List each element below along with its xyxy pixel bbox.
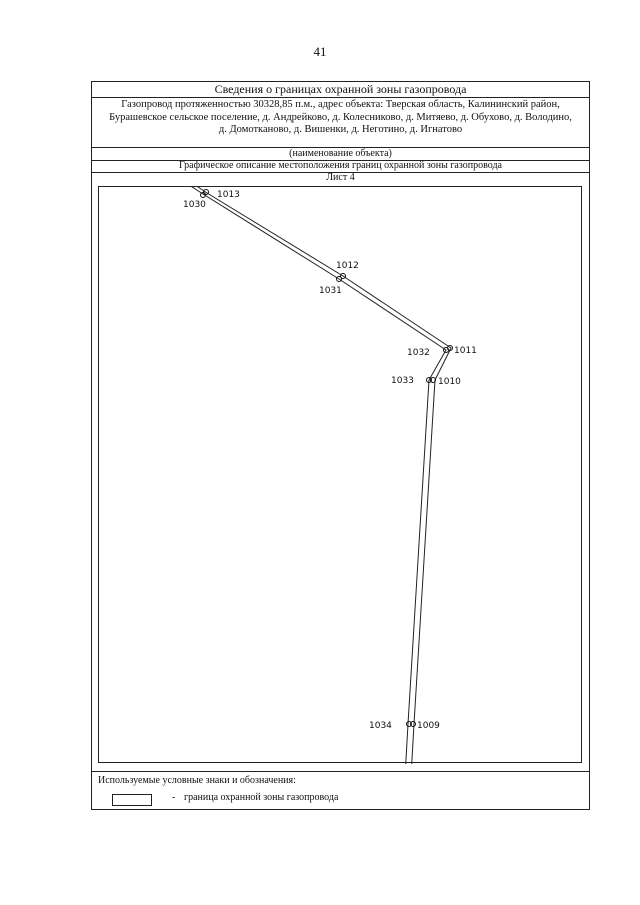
description-line: д. Домотканово, д. Вишенки, д. Неготино,… xyxy=(218,124,463,135)
document-frame: Сведения о границах охранной зоны газопр… xyxy=(91,81,590,810)
point-label-1010: 1010 xyxy=(438,377,461,387)
legend-boundary-label: граница охранной зоны газопровода xyxy=(184,792,339,803)
description-line: Бурашевское сельское поселение, д. Андре… xyxy=(109,111,572,123)
point-label-1034: 1034 xyxy=(369,721,392,731)
description-line: Газопровод протяженностью 30328,85 п.м.,… xyxy=(121,99,560,110)
point-marker-1013 xyxy=(203,189,209,195)
point-label-1011: 1011 xyxy=(454,346,477,356)
point-label-1031: 1031 xyxy=(319,286,342,296)
point-marker-1032 xyxy=(443,347,449,353)
legend-boundary-swatch xyxy=(112,794,152,806)
legend-title: Используемые условные знаки и обозначени… xyxy=(98,775,296,786)
point-marker-1034 xyxy=(406,721,412,727)
point-marker-1009 xyxy=(410,721,416,727)
point-marker-1031 xyxy=(336,276,342,282)
boundary-plot-svg: 1013 1030 1012 1031 1011 1032 1010 1033 … xyxy=(183,187,477,764)
boundary-line-right xyxy=(197,187,452,764)
object-caption: (наименование объекта) xyxy=(92,148,589,161)
point-marker-1030 xyxy=(200,192,206,198)
point-label-1012: 1012 xyxy=(336,261,359,271)
document-title: Сведения о границах охранной зоны газопр… xyxy=(92,82,589,98)
point-marker-1012 xyxy=(340,273,346,279)
point-label-1030: 1030 xyxy=(183,200,206,210)
point-label-1009: 1009 xyxy=(417,721,440,731)
legend: Используемые условные знаки и обозначени… xyxy=(92,771,589,812)
point-label-1032: 1032 xyxy=(407,348,430,358)
point-label-1013: 1013 xyxy=(217,190,240,200)
point-marker-1010 xyxy=(430,377,436,383)
object-description: Газопровод протяженностью 30328,85 п.м.,… xyxy=(92,97,589,148)
point-marker-1033 xyxy=(426,377,432,383)
legend-dash: - xyxy=(172,792,176,803)
sheet-label: Лист 4 xyxy=(326,172,355,183)
boundary-line-left xyxy=(191,187,447,764)
boundary-plot: 1013 1030 1012 1031 1011 1032 1010 1033 … xyxy=(98,186,582,764)
point-label-1033: 1033 xyxy=(391,376,414,386)
graphic-title: Графическое описание местоположения гран… xyxy=(92,160,589,173)
page-number: 41 xyxy=(313,44,327,59)
